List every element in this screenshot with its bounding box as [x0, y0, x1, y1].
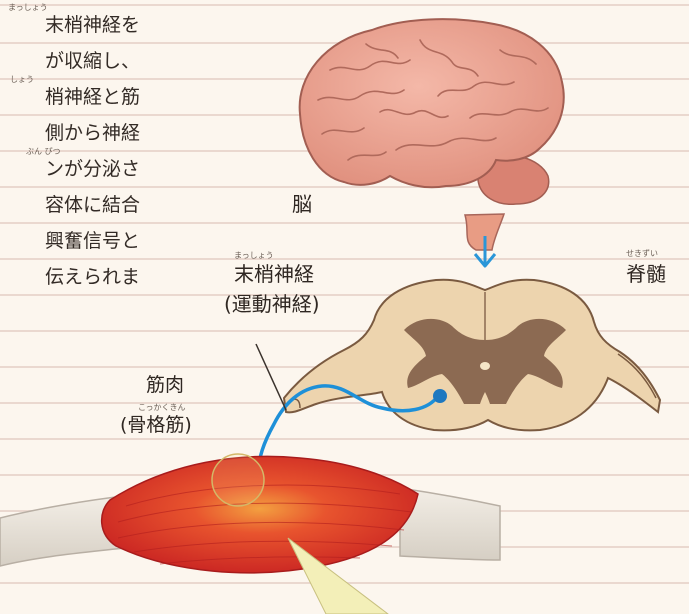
- spinal-cord-cross-section: [284, 280, 660, 431]
- motor-nerve-label: (運動神経): [224, 288, 320, 317]
- spinal-cord-label: 脊髄: [626, 258, 666, 287]
- muscle-label: 筋肉: [146, 370, 184, 397]
- skeletal-muscle-illustration: [0, 454, 500, 614]
- skeletal-muscle-label: (骨格筋): [120, 410, 192, 437]
- brain-illustration: [300, 19, 564, 250]
- peripheral-nerve-label: 末梢神経: [234, 258, 314, 287]
- brain-label: 脳: [292, 188, 312, 217]
- label-leader-line: [256, 344, 286, 410]
